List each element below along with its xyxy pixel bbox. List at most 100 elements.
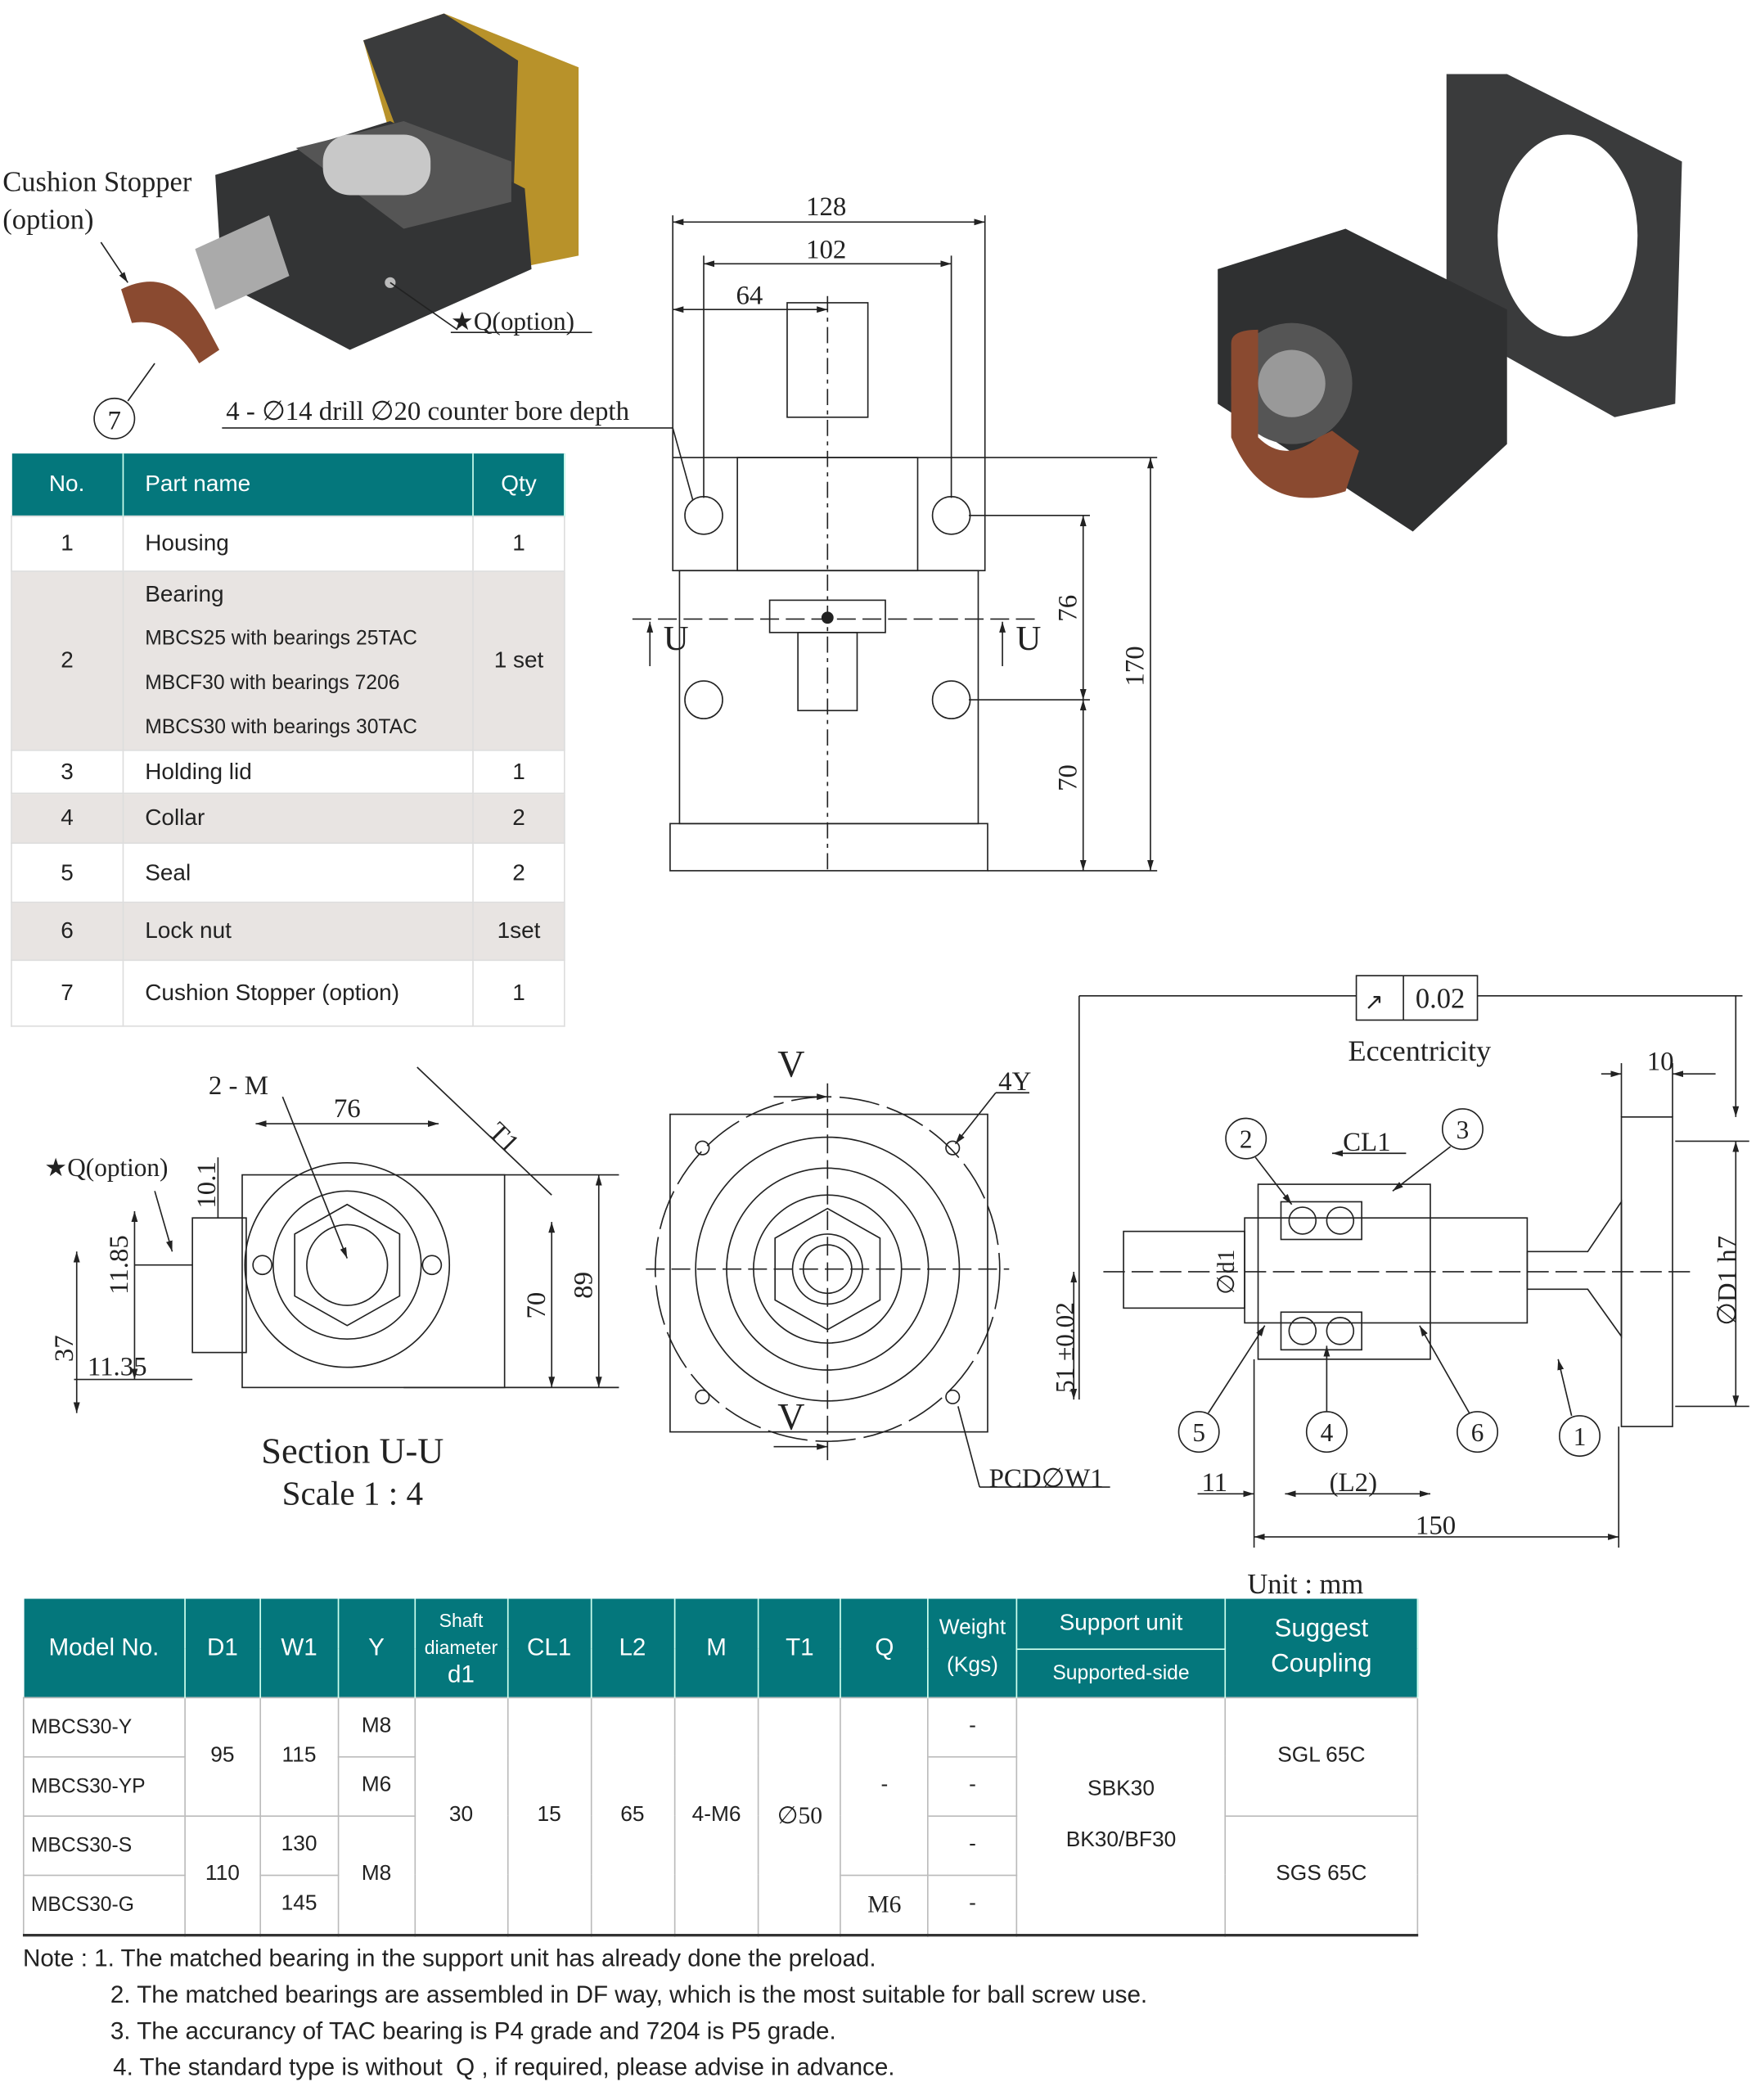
q-option-label-section: ★Q(option) bbox=[44, 1153, 168, 1182]
drill-note: 4 - ∅14 drill ∅20 counter bore depth bbox=[226, 397, 629, 426]
cell-qty: 1 bbox=[472, 749, 565, 795]
balloon-2: 2 bbox=[1240, 1125, 1253, 1154]
part-name: Bearing bbox=[145, 581, 224, 607]
cell-t1: ∅50 bbox=[758, 1696, 842, 1936]
dim-l2: (L2) bbox=[1330, 1468, 1377, 1498]
cell-no: 4 bbox=[11, 792, 124, 845]
isometric-render-assembly bbox=[120, 13, 579, 363]
cell-no: 6 bbox=[11, 901, 124, 962]
dim-128: 128 bbox=[806, 192, 846, 222]
header-suggest-line: Suggest bbox=[1274, 1615, 1369, 1644]
cell-name: Cushion Stopper (option) bbox=[122, 959, 475, 1027]
dim-cl1: CL1 bbox=[1343, 1128, 1390, 1157]
section-mark-u-left: U bbox=[664, 620, 689, 658]
header-q: Q bbox=[840, 1598, 930, 1697]
dim-76-section: 76 bbox=[334, 1094, 361, 1124]
balloon-7: 7 bbox=[108, 407, 121, 436]
cell-y: M8 bbox=[337, 1814, 416, 1936]
dim-170: 170 bbox=[1121, 646, 1150, 686]
header-supported-side: Supported-side bbox=[1016, 1648, 1227, 1697]
note-1: Note : 1. The matched bearing in the sup… bbox=[22, 1945, 876, 1972]
header-t1: T1 bbox=[759, 1598, 842, 1697]
part-variant: MBCS25 with bearings 25TAC bbox=[145, 627, 417, 651]
balloon-1: 1 bbox=[1574, 1422, 1587, 1451]
note-3: 3. The accurancy of TAC bearing is P4 gr… bbox=[110, 2017, 836, 2044]
dim-d1: ∅d1 bbox=[1213, 1250, 1240, 1295]
cushion-stopper-render bbox=[120, 282, 220, 363]
dim-89: 89 bbox=[570, 1272, 599, 1299]
cell-no: 5 bbox=[11, 842, 124, 904]
dim-2-m: 2 - M bbox=[209, 1071, 268, 1101]
cell-model: MBCS30-G bbox=[22, 1873, 186, 1936]
dim-150: 150 bbox=[1416, 1512, 1456, 1541]
balloon-4: 4 bbox=[1321, 1418, 1334, 1447]
balloon-6: 6 bbox=[1471, 1418, 1484, 1447]
section-mark-u-right: U bbox=[1016, 620, 1042, 658]
cell-name: Lock nut bbox=[122, 901, 475, 962]
cell-w1: 115 bbox=[259, 1696, 340, 1817]
cell-name: Housing bbox=[122, 515, 475, 572]
dim-D1: ∅D1 h7 bbox=[1713, 1236, 1742, 1326]
isometric-render-housing bbox=[1218, 74, 1682, 532]
header-part-name: Part name bbox=[123, 453, 475, 516]
header-model: Model No. bbox=[23, 1598, 186, 1697]
cell-model: MBCS30-S bbox=[22, 1814, 186, 1876]
cell-qty: 2 bbox=[472, 792, 565, 845]
cell-qty: 2 bbox=[472, 842, 565, 904]
section-mark-v-bottom: V bbox=[777, 1395, 804, 1437]
header-diameter-line: diameter bbox=[424, 1636, 498, 1658]
section-mark-v-top: V bbox=[777, 1043, 804, 1085]
header-support-unit: Support unit bbox=[1016, 1598, 1227, 1650]
header-no: No. bbox=[11, 453, 124, 516]
cell-shaft-d1: 30 bbox=[413, 1696, 509, 1936]
cell-w1: 145 bbox=[259, 1873, 340, 1936]
cell-coupling: SGS 65C bbox=[1224, 1814, 1419, 1936]
header-weight: Weight(Kgs) bbox=[928, 1598, 1018, 1697]
header-kgs-line: (Kgs) bbox=[947, 1654, 998, 1678]
table-row: MBCS30-S 110 130 M8 - SGS 65C bbox=[22, 1814, 1419, 1936]
dim-11-85: 11.85 bbox=[105, 1235, 134, 1295]
dim-11-35: 11.35 bbox=[88, 1353, 147, 1382]
cell-qty: 1 set bbox=[472, 570, 565, 751]
q-option-label: ★Q(option) bbox=[451, 307, 574, 336]
header-y: Y bbox=[338, 1598, 416, 1697]
cell-weight: - bbox=[927, 1814, 1018, 1876]
dim-4y: 4Y bbox=[998, 1067, 1031, 1097]
cell-no: 1 bbox=[11, 515, 124, 572]
eccentricity-label: Eccentricity bbox=[1349, 1034, 1492, 1067]
note-4: 4. The standard type is without Q , if r… bbox=[113, 2053, 895, 2081]
runout-symbol-icon: ↗ bbox=[1364, 989, 1383, 1015]
dim-10-1: 10.1 bbox=[192, 1161, 222, 1209]
cell-q: M6 bbox=[840, 1873, 930, 1936]
support-unit-sbk: SBK30 bbox=[1087, 1778, 1155, 1801]
dim-37: 37 bbox=[50, 1335, 79, 1362]
cell-m: 4-M6 bbox=[673, 1696, 760, 1936]
cell-qty: 1set bbox=[472, 901, 565, 962]
dim-70-section: 70 bbox=[522, 1292, 552, 1319]
header-w1: W1 bbox=[259, 1598, 340, 1697]
cell-weight: - bbox=[927, 1696, 1018, 1757]
dim-64: 64 bbox=[736, 282, 763, 311]
cell-name: Collar bbox=[122, 792, 475, 845]
support-unit-bk: BK30/BF30 bbox=[1065, 1828, 1177, 1852]
cell-w1: 130 bbox=[259, 1814, 340, 1876]
cushion-option-label: (option) bbox=[2, 205, 93, 236]
dim-70: 70 bbox=[1054, 764, 1083, 791]
cell-weight: - bbox=[927, 1755, 1018, 1817]
cell-qty: 1 bbox=[472, 515, 565, 572]
eccentricity-value: 0.02 bbox=[1416, 984, 1465, 1015]
part-variant: MBCS30 with bearings 30TAC bbox=[145, 715, 417, 739]
balloon-5: 5 bbox=[1192, 1418, 1205, 1447]
note-2: 2. The matched bearings are assembled in… bbox=[110, 1981, 1148, 2008]
